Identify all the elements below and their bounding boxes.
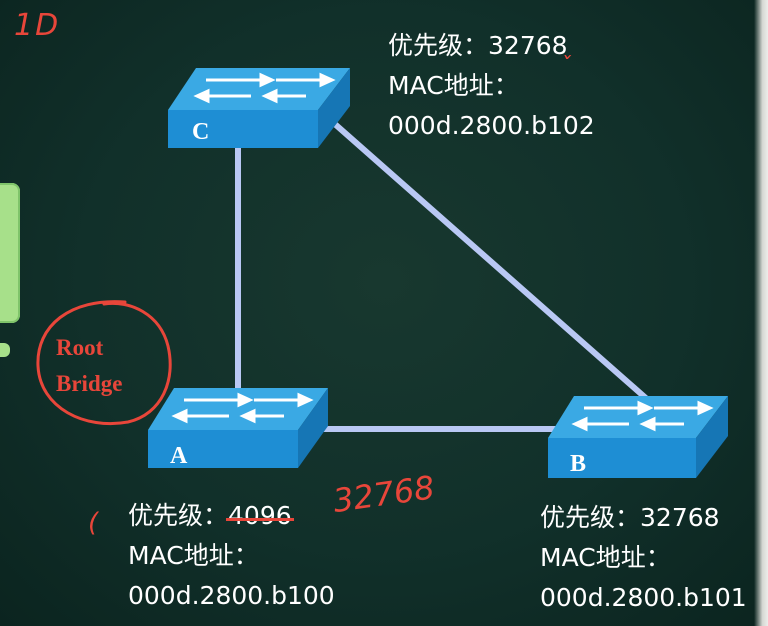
switch-a-priority-value: 4096 (226, 496, 294, 536)
switch-a-mac-label: MAC地址： (128, 541, 259, 570)
root-bridge-line2: Bridge (56, 371, 123, 396)
switch-b-icon (548, 396, 728, 478)
root-bridge-line1: Root (56, 335, 104, 360)
switch-a-info: 优先级： 4096 MAC地址： 000d.2800.b100 (128, 496, 335, 616)
side-panel-tab[interactable] (0, 183, 20, 323)
root-bridge-circle (36, 300, 172, 426)
right-edge-strip (754, 0, 768, 626)
switch-b-priority-row: 优先级： 32768 (540, 498, 747, 538)
switch-b-info: 优先级： 32768 MAC地址： 000d.2800.b101 (540, 498, 747, 618)
switch-b-mac-label: MAC地址： (540, 543, 671, 572)
switch-b-priority-label: 优先级： (540, 503, 641, 532)
link-c-b (325, 115, 651, 403)
root-bridge-label: Root Bridge (56, 330, 122, 402)
side-panel-pointer (0, 343, 10, 357)
switch-c-priority-label: 优先级： (388, 31, 489, 60)
handwritten-tick: ˇ (560, 54, 571, 79)
switch-c-mac-value: 000d.2800.b102 (388, 111, 595, 140)
switch-c-icon (168, 68, 350, 148)
switch-c-priority-value: 32768 (488, 31, 568, 60)
switch-b-mac-value: 000d.2800.b101 (540, 583, 747, 612)
switch-c-label: C (192, 119, 210, 145)
switch-a-priority-row: 优先级： 4096 (128, 496, 335, 536)
switch-a-icon (148, 388, 328, 468)
switch-a-mac-value: 000d.2800.b100 (128, 581, 335, 610)
switch-a[interactable]: A (146, 386, 330, 470)
switch-c-info: 优先级： 32768 MAC地址： 000d.2800.b102 (388, 26, 595, 146)
switch-b-label: B (570, 451, 587, 477)
switch-c-priority-row: 优先级： 32768 (388, 26, 595, 66)
switch-b[interactable]: B (546, 394, 730, 480)
handwritten-1d: 1D (14, 8, 61, 43)
switch-a-priority-label: 优先级： (128, 501, 229, 530)
handwritten-bullet: ( (88, 508, 99, 538)
switch-a-label: A (170, 443, 188, 469)
switch-c[interactable]: C (166, 66, 352, 150)
switch-b-priority-value: 32768 (640, 503, 720, 532)
switch-c-mac-label: MAC地址： (388, 71, 519, 100)
